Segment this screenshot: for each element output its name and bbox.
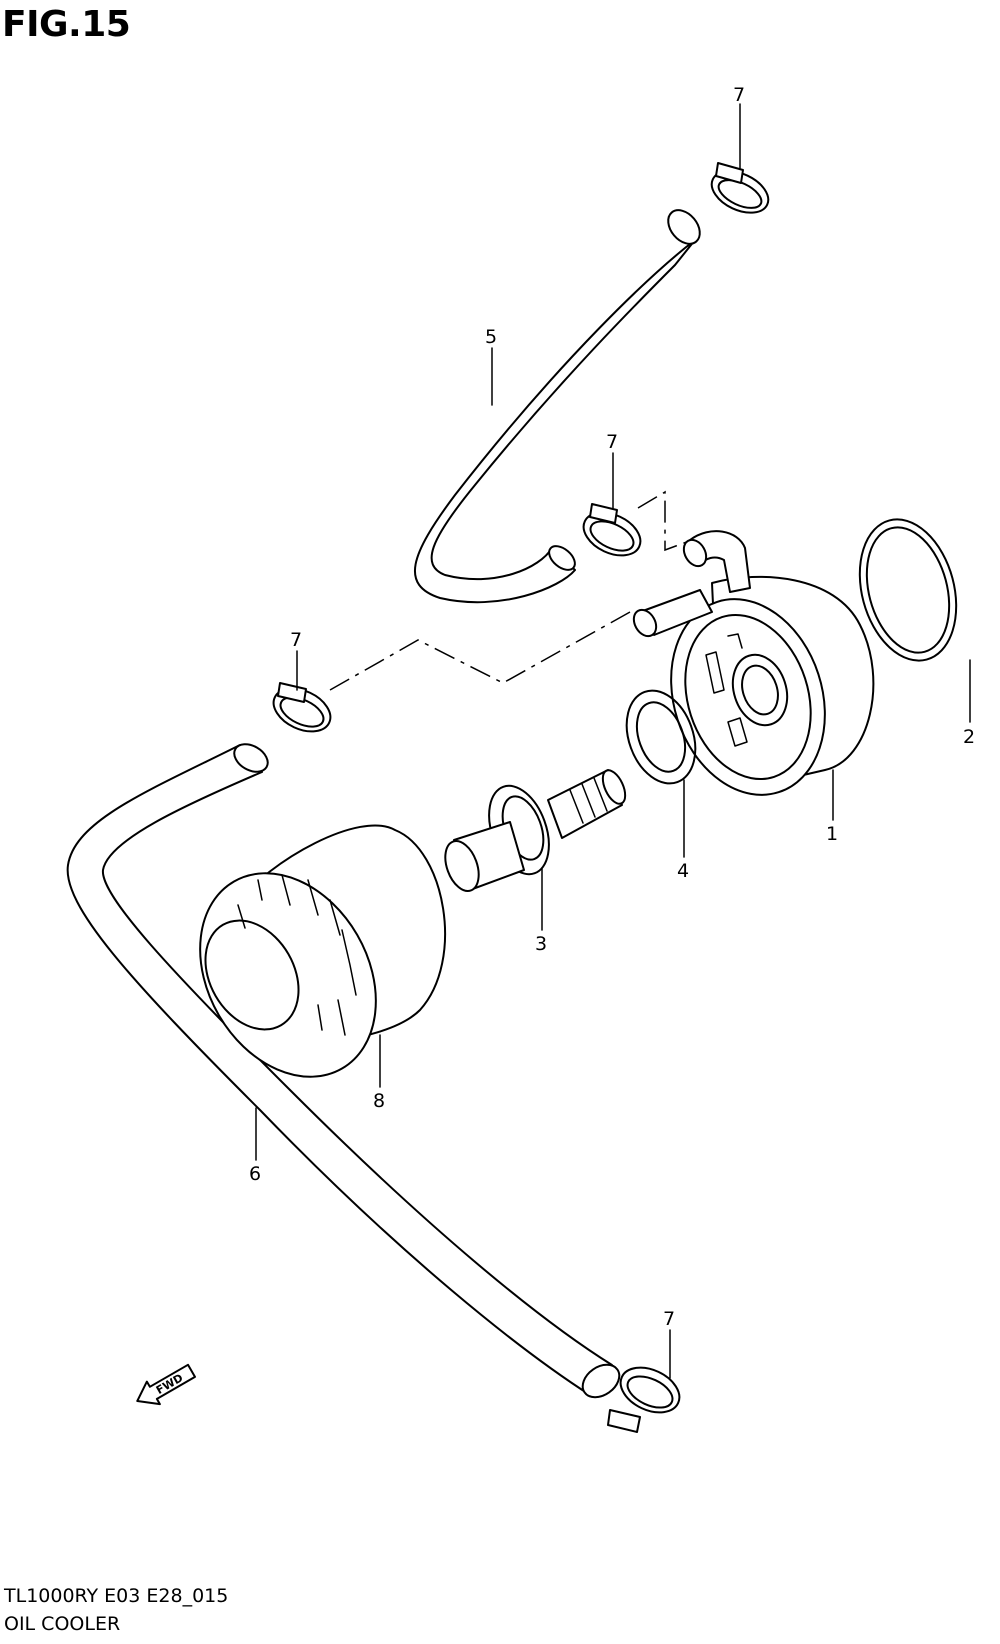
hose-clamp-bottom [607,1366,681,1433]
callout-1: 1 [826,823,838,845]
connection-lines [329,490,693,691]
callout-8: 8 [373,1090,385,1112]
figure-title: FIG.15 [2,4,131,45]
callout-7-middle: 7 [606,431,618,453]
fwd-arrow-icon: FWD [136,1363,196,1406]
hose-clamp-left [272,682,332,733]
hose-5 [414,209,701,604]
callout-6: 6 [249,1163,261,1185]
figure-name: OIL COOLER [4,1613,121,1635]
callout-3: 3 [535,933,547,955]
model-code: TL1000RY E03 E28_015 [4,1585,229,1607]
oil-filter-8 [199,824,447,1078]
union-bolt-3 [444,769,627,892]
leader-lines [255,103,971,1379]
callout-4: 4 [677,860,689,882]
o-ring-2 [858,518,958,662]
callout-7-top: 7 [733,84,745,106]
oil-cooler-1 [632,530,875,796]
callouts: 7 7 7 7 5 6 2 1 4 3 8 [249,84,975,1330]
callout-7-bottom: 7 [663,1308,675,1330]
hose-clamp-top [710,162,770,214]
callout-7-left: 7 [290,629,302,651]
callout-2: 2 [963,726,975,748]
gasket-4 [625,689,697,785]
callout-5: 5 [485,326,497,348]
hose-6 [66,743,621,1399]
hose-clamp-middle [582,503,642,557]
